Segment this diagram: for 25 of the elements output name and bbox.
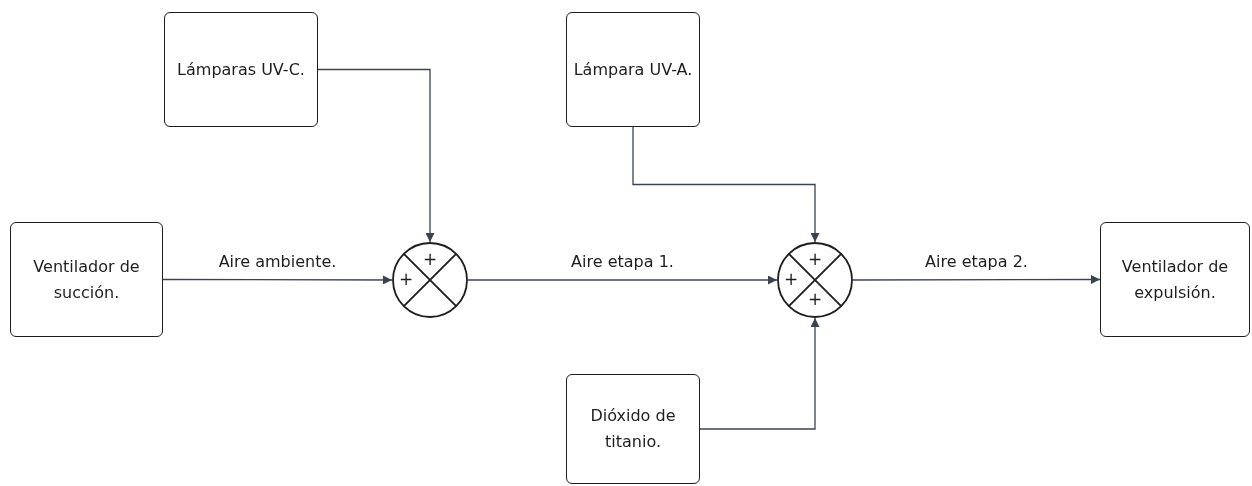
arrow: [317, 68, 435, 243]
plus-sign: +: [784, 271, 799, 288]
summing-junction: [777, 242, 853, 318]
arrow: [467, 275, 778, 285]
box-text: Ventilador de expulsión.: [1120, 255, 1230, 304]
box-text: Ventilador de succión.: [32, 255, 141, 304]
process-box: [566, 12, 700, 127]
plus-sign: +: [808, 251, 823, 268]
plus-sign: +: [808, 291, 823, 308]
process-box: [164, 12, 318, 127]
box-text: Dióxido de titanio.: [589, 405, 677, 453]
box-text: Lámpara UV-A.: [572, 58, 694, 81]
plus-sign: +: [423, 251, 438, 268]
process-box: [566, 374, 700, 484]
box-text: Lámparas UV-C.: [176, 58, 306, 81]
edge-label: Aire etapa 1.: [571, 252, 674, 271]
process-box: [10, 222, 163, 337]
arrow: [852, 275, 1101, 284]
process-box: [1100, 222, 1250, 337]
arrow: [632, 126, 820, 243]
arrow: [162, 275, 393, 285]
summing-junction: [392, 242, 468, 318]
plus-sign: +: [399, 271, 414, 288]
arrow: [699, 317, 820, 430]
edge-label: Aire etapa 2.: [925, 252, 1028, 271]
